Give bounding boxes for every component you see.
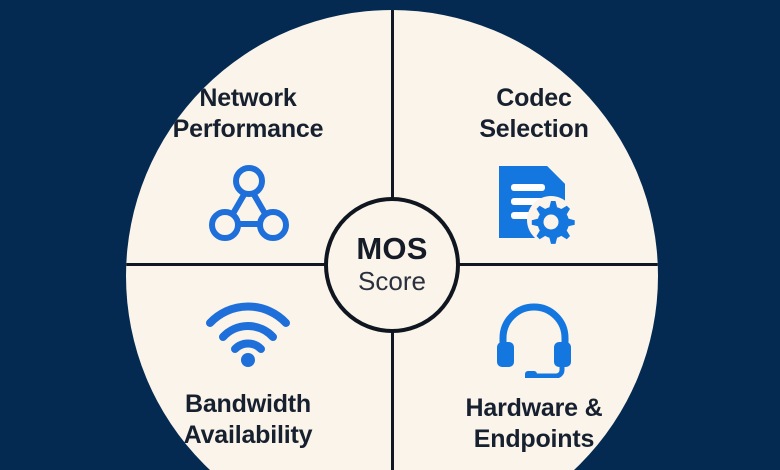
quadrant-codec-selection[interactable]: Codec Selection bbox=[392, 10, 658, 263]
quadrant-network-performance[interactable]: Network Performance bbox=[126, 10, 392, 263]
center-hub-mos-score[interactable]: MOS Score bbox=[324, 197, 460, 333]
network-nodes-icon bbox=[203, 164, 295, 249]
document-gear-icon bbox=[491, 160, 577, 251]
quadrant-label-hardware-endpoints: Hardware & Endpoints bbox=[465, 394, 603, 453]
quadrant-label-bandwidth-availability: Bandwidth Availability bbox=[183, 390, 313, 449]
hub-primary-label: MOS bbox=[356, 231, 428, 267]
quadrant-label-network-performance: Network Performance bbox=[172, 84, 324, 143]
mos-score-wheel: Network Performance Codec Selection bbox=[126, 10, 658, 470]
quadrant-bandwidth-availability[interactable]: Bandwidth Availability bbox=[126, 266, 392, 470]
hub-secondary-label: Score bbox=[358, 266, 426, 297]
headset-icon bbox=[493, 302, 575, 383]
wifi-signal-icon bbox=[204, 302, 292, 373]
quadrant-hardware-endpoints[interactable]: Hardware & Endpoints bbox=[392, 266, 658, 470]
quadrant-label-codec-selection: Codec Selection bbox=[479, 84, 589, 143]
